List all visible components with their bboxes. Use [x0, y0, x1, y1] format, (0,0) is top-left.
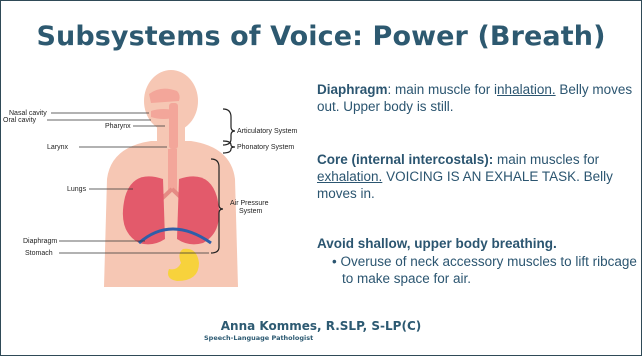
label-nasal-cavity: Nasal cavity: [9, 110, 47, 117]
diaphragm-term: Diaphragm: [317, 82, 388, 97]
diaphragm-paragraph: Diaphragm: main muscle for inhalation. B…: [317, 81, 637, 115]
label-articulatory-system: Articulatory System: [237, 128, 297, 135]
label-pharynx: Pharynx: [105, 123, 131, 130]
avoid-heading: Avoid shallow, upper body breathing.: [317, 235, 637, 252]
label-oral-cavity: Oral cavity: [3, 117, 37, 124]
core-term: Core (internal intercostals):: [317, 152, 493, 167]
label-air-pressure-system-line1: Air Pressure: [230, 200, 269, 207]
author-title: Speech-Language Pathologist: [204, 334, 313, 342]
respiratory-diagram: Nasal cavity Oral cavity Pharynx Larynx …: [1, 67, 321, 287]
label-stomach: Stomach: [25, 250, 53, 257]
label-lungs: Lungs: [67, 186, 87, 193]
bullet-mark: •: [332, 254, 337, 269]
bullet-text: Overuse of neck accessory muscles to lif…: [341, 254, 637, 286]
core-text-1: main muscles for: [493, 152, 599, 167]
diaphragm-text-1: : main muscle for i: [388, 82, 498, 97]
core-underlined: exhalation.: [317, 169, 382, 184]
diaphragm-underlined: nhalation.: [497, 82, 556, 97]
label-air-pressure-system-line2: System: [239, 208, 263, 215]
label-phonatory-system: Phonatory System: [237, 144, 294, 151]
label-diaphragm: Diaphragm: [23, 238, 57, 245]
author-name: Anna Kommes, R.SLP, S-LP(C): [1, 319, 641, 333]
label-larynx: Larynx: [47, 144, 69, 151]
core-paragraph: Core (internal intercostals): main muscl…: [317, 151, 637, 202]
bullet-item: • Overuse of neck accessory muscles to l…: [328, 253, 640, 287]
slide-title: Subsystems of Voice: Power (Breath): [1, 21, 641, 52]
